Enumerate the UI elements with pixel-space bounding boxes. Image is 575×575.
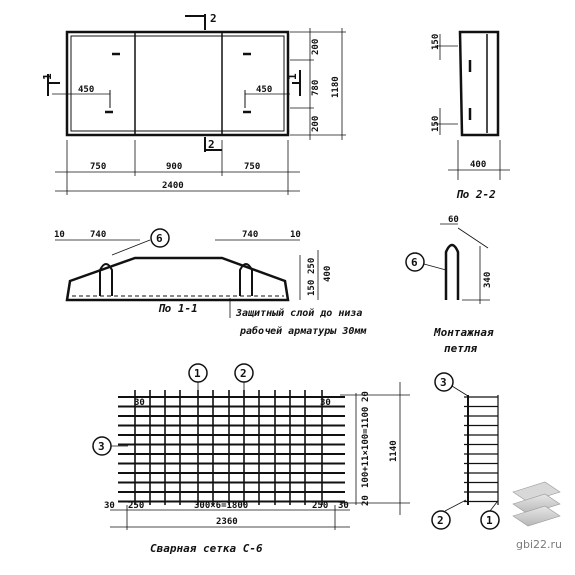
side-callout-1: 1	[486, 514, 493, 527]
loop-callout: 6	[411, 256, 418, 269]
mesh-callout-3: 3	[98, 440, 105, 453]
section-2-2	[435, 30, 510, 180]
side-callout-3: 3	[440, 376, 447, 389]
plan-dim-v-top: 200	[311, 39, 321, 55]
watermark-text: gbi22.ru	[516, 538, 562, 551]
plan-dim-right-450: 450	[256, 85, 272, 95]
mesh-dim-30-top-right: 30	[320, 398, 331, 408]
loop-caption-line1: Монтажная	[433, 326, 494, 339]
plan-dim-bottom-left: 750	[90, 162, 106, 172]
plan-section-mark-left: 1	[41, 73, 54, 80]
section11-dim-150: 150	[307, 280, 317, 296]
mesh-dim-bottom-mid: 300×6=1800	[194, 501, 248, 511]
section11-dim-250: 250	[307, 258, 317, 274]
plan-dim-total: 2400	[162, 181, 184, 191]
plan-dim-v-total: 1180	[331, 76, 341, 98]
section11-caption: По 1-1	[158, 302, 198, 315]
section22-dim-width: 400	[470, 160, 486, 170]
mesh-dim-v-20-top: 20	[361, 391, 371, 402]
section22-dim-bot: 150	[431, 116, 441, 132]
mounting-loop-detail	[405, 223, 490, 304]
mesh-dim-bottom-30-right: 30	[338, 501, 349, 511]
mesh-dim-v-mid: 100+11×100=1100	[361, 407, 371, 488]
mesh-dim-bottom-250-right: 250	[312, 501, 328, 511]
mesh-dim-total: 2360	[216, 517, 238, 527]
loop-dim-60: 60	[448, 215, 459, 225]
section11-dim-740-right: 740	[242, 230, 258, 240]
mesh-dim-bottom-250-left: 250	[128, 501, 144, 511]
mesh-dim-30-top-left: 30	[134, 398, 145, 408]
mesh-side-view	[431, 372, 500, 530]
section11-dim-10-left: 10	[54, 230, 65, 240]
section11-note-line1: Защитный слой до низа	[235, 307, 362, 319]
mesh-dim-v-20-bot: 20	[361, 495, 371, 506]
plan-dim-bottom-mid: 900	[166, 162, 182, 172]
side-callout-2: 2	[437, 514, 444, 527]
section11-dim-10-right: 10	[290, 230, 301, 240]
plan-section-mark-bottom: 2	[208, 138, 215, 151]
plan-section-mark-top: 2	[210, 12, 217, 25]
section11-dim-400: 400	[323, 266, 333, 282]
mesh-dim-v-total: 1140	[389, 440, 399, 462]
loop-dim-340: 340	[483, 272, 493, 288]
section-1-1	[55, 228, 319, 318]
mesh-callout-2: 2	[240, 367, 247, 380]
mesh-caption: Сварная сетка С-6	[150, 542, 263, 555]
mesh-dim-bottom-30-left: 30	[104, 501, 115, 511]
plan-dim-v-mid: 780	[311, 80, 321, 96]
watermark-logo-icon	[512, 481, 561, 527]
plan-view	[47, 14, 346, 195]
section22-caption: По 2-2	[456, 188, 496, 201]
section11-note-line2: рабочей арматуры 30мм	[239, 325, 367, 337]
plan-dim-v-bot: 200	[311, 116, 321, 132]
plan-section-mark-right: 1	[286, 73, 299, 80]
section11-dim-740-left: 740	[90, 230, 106, 240]
plan-dim-left-450: 450	[78, 85, 94, 95]
welded-mesh	[92, 363, 410, 530]
loop-caption-line2: петля	[444, 342, 477, 355]
plan-dim-bottom-right: 750	[244, 162, 260, 172]
section22-dim-top: 150	[431, 34, 441, 50]
mesh-callout-1: 1	[194, 367, 201, 380]
section11-callout: 6	[156, 232, 163, 245]
